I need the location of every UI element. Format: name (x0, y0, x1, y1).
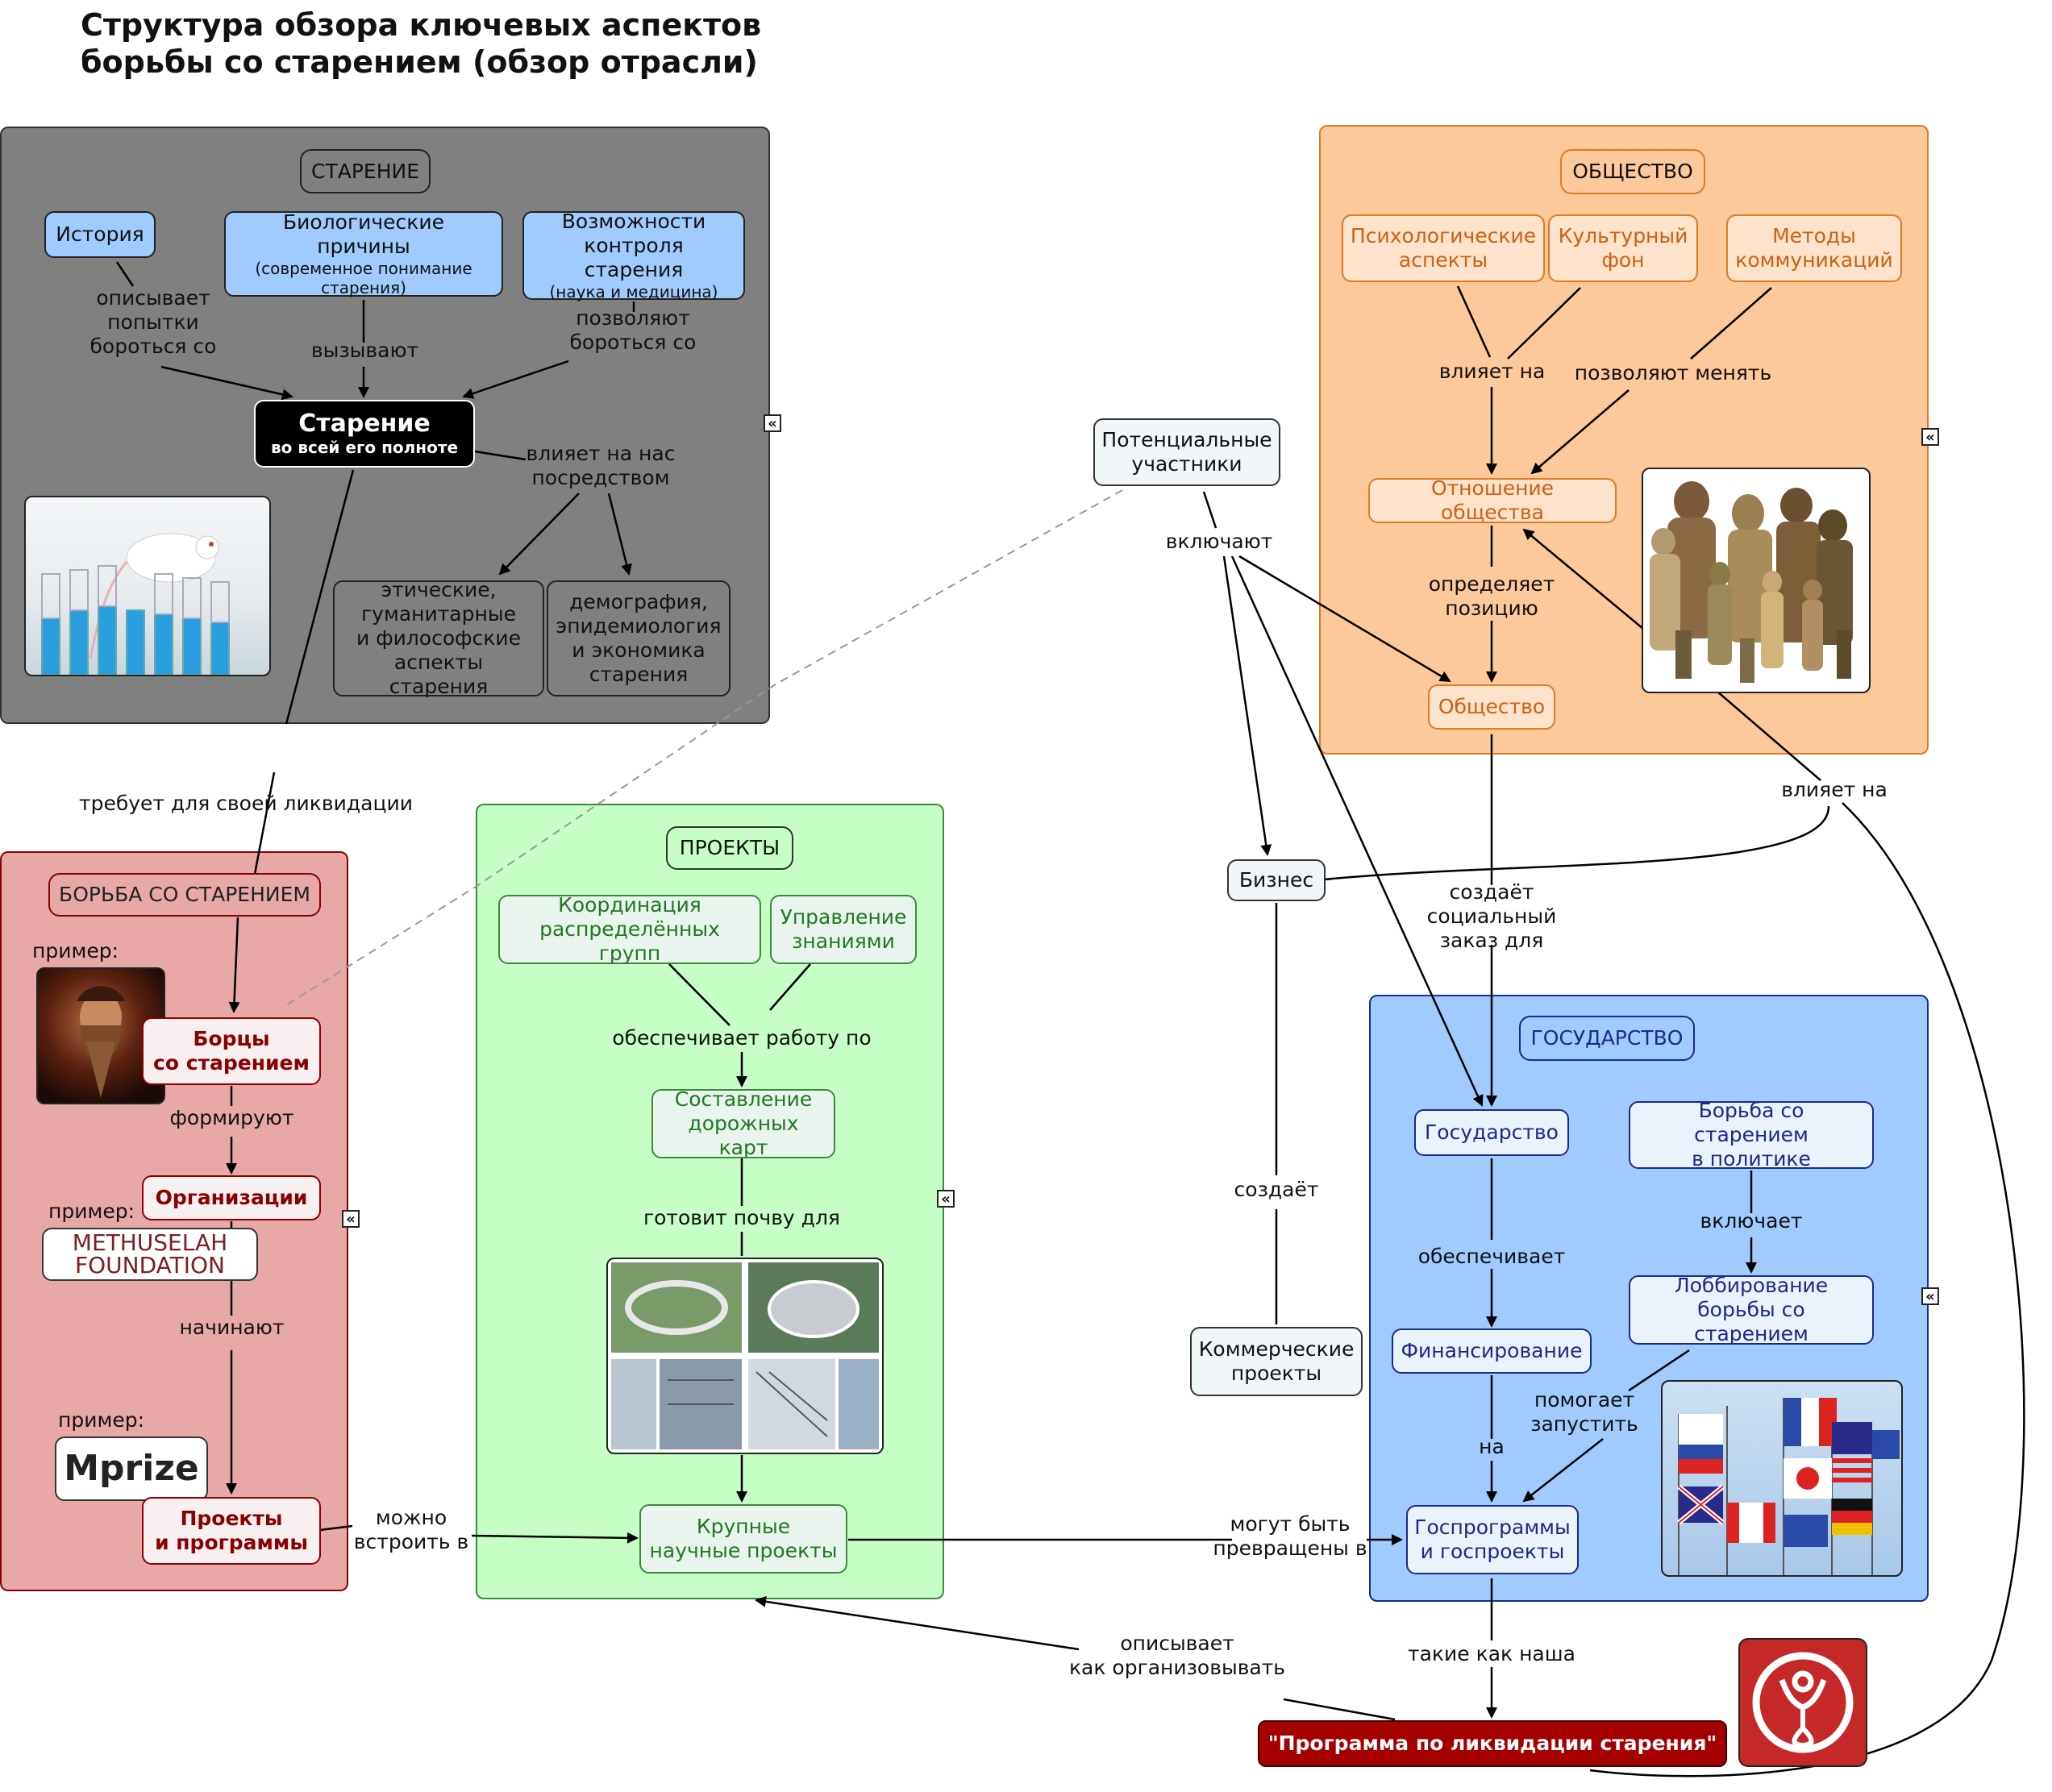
coordination-node[interactable]: Координация распределённых групп (498, 893, 761, 965)
state-node[interactable]: Государство (1414, 1109, 1569, 1156)
bearded-man-icon (77, 986, 125, 1098)
commercial-node[interactable]: Коммерческие проекты (1190, 1327, 1363, 1396)
research-facilities-icon (611, 1262, 879, 1449)
label-influences-business: влияет на (1781, 778, 1888, 801)
label-example-2: пример: (48, 1200, 135, 1223)
bio-causes-node[interactable]: Биологические причины (современное поним… (224, 210, 503, 297)
label-requires: требует для своей ликвидации (79, 792, 413, 815)
big-projects-node[interactable]: Крупные научные проекты (639, 1504, 847, 1574)
business-node[interactable]: Бизнес (1227, 859, 1326, 901)
program-logo-icon (1752, 1652, 1854, 1753)
lab-mouse-image (24, 496, 271, 676)
collapse-projects-icon[interactable]: « (937, 1190, 955, 1208)
label-state-provides: обеспечивает (1417, 1245, 1566, 1268)
fight-header[interactable]: БОРЬБА СО СТАРЕНИЕМ (48, 873, 321, 917)
label-cause: вызывают (310, 339, 419, 362)
program-node[interactable]: "Программа по ликвидации старения" (1258, 1720, 1727, 1767)
label-social-order: создаёт социальный заказ для (1426, 880, 1557, 952)
programs-node[interactable]: Госпрограммы и госпроекты (1406, 1505, 1579, 1574)
label-helps-launch: помогает запустить (1530, 1388, 1638, 1436)
page-title: Структура обзора ключевых аспектов борьб… (81, 7, 762, 80)
fighters-node[interactable]: Борцы со старением (142, 1017, 321, 1085)
aging-main-title: Старение (298, 410, 431, 438)
projects-header[interactable]: ПРОЕКТЫ (666, 826, 793, 870)
culture-node[interactable]: Культурный фон (1548, 214, 1698, 282)
aging-main-node[interactable]: Старение во всей его полноте (254, 400, 475, 468)
label-describes-how: описывает как организовывать (1068, 1632, 1286, 1679)
program-logo (1738, 1638, 1867, 1767)
collapse-society-icon[interactable]: « (1921, 428, 1939, 446)
attitude-node[interactable]: Отношение общества (1368, 476, 1617, 524)
label-include: включают (1165, 530, 1273, 553)
methuselah-logo: METHUSELAH FOUNDATION (42, 1228, 258, 1281)
roadmaps-node[interactable]: Составление дорожных карт (651, 1087, 835, 1159)
label-state-includes: включает (1700, 1209, 1803, 1233)
history-node[interactable]: История (44, 211, 156, 258)
orgs-node[interactable]: Организации (142, 1175, 321, 1220)
control-node[interactable]: Возможности контроля старения (наука и м… (522, 210, 745, 301)
big-science-image (606, 1258, 884, 1454)
label-form: формируют (169, 1106, 294, 1129)
aging-main-subtitle: во всей его полноте (270, 438, 459, 457)
label-on: на (1479, 1435, 1505, 1458)
label-determines: определяет позицию (1428, 572, 1555, 620)
crowd-image (1642, 468, 1871, 693)
aging-header[interactable]: СТАРЕНИЕ (300, 149, 431, 193)
label-provides-work: обеспечивает работу по (612, 1026, 872, 1050)
label-start: начинают (179, 1316, 285, 1339)
label-influences-us: влияет на нас посредством (526, 442, 676, 489)
methods-node[interactable]: Методы коммуникаций (1726, 214, 1902, 282)
financing-node[interactable]: Финансирование (1392, 1328, 1592, 1374)
crowd-figures-icon (1650, 481, 1853, 683)
state-header[interactable]: ГОСУДАРСТВО (1519, 1016, 1695, 1061)
control-subtitle: (наука и медицина) (549, 282, 718, 301)
label-society-influences: влияет на (1438, 360, 1546, 383)
test-tubes-icon (41, 533, 230, 675)
collapse-aging-icon[interactable]: « (764, 414, 781, 432)
label-can-turn: могут быть превращены в (1213, 1512, 1367, 1560)
projects-programs-node[interactable]: Проекты и программы (142, 1497, 321, 1565)
label-such-as: такие как наша (1408, 1642, 1575, 1665)
mprize-logo: Mprize (55, 1437, 208, 1501)
label-creates: создаёт (1234, 1178, 1319, 1201)
bio-causes-subtitle: (современное понимание старения) (255, 259, 472, 297)
label-allow-fight: позволяют бороться со (569, 306, 697, 354)
control-title: Возможности контроля старения (561, 210, 706, 281)
knowledge-node[interactable]: Управление знаниями (770, 895, 917, 964)
lobbying-node[interactable]: Лоббирование борьбы со старением (1629, 1274, 1874, 1345)
politics-node[interactable]: Борьба со старением в политике (1629, 1099, 1874, 1170)
flags-icon (1677, 1398, 1900, 1575)
label-allow-change: позволяют менять (1574, 361, 1772, 385)
flags-image (1661, 1380, 1903, 1577)
psych-node[interactable]: Психологические аспекты (1342, 214, 1545, 282)
collapse-state-icon[interactable]: « (1921, 1287, 1939, 1305)
label-describes-attempts: описывает попытки бороться со (89, 286, 217, 358)
label-example-3: пример: (58, 1408, 144, 1432)
collapse-fight-icon[interactable]: « (342, 1210, 360, 1228)
society-header[interactable]: ОБЩЕСТВО (1560, 149, 1705, 194)
label-example-1: пример: (32, 939, 119, 963)
label-can-embed: можно встроить в (353, 1506, 469, 1553)
society-node[interactable]: Общество (1428, 684, 1555, 730)
participants-node[interactable]: Потенциальные участники (1093, 418, 1280, 486)
demography-node[interactable]: демография, эпидемиология и экономика ст… (547, 580, 730, 696)
ethics-node[interactable]: этические, гуманитарные и философские ас… (333, 578, 544, 698)
bio-causes-title: Биологические причины (283, 210, 444, 258)
label-prepares: готовит почву для (643, 1206, 840, 1229)
